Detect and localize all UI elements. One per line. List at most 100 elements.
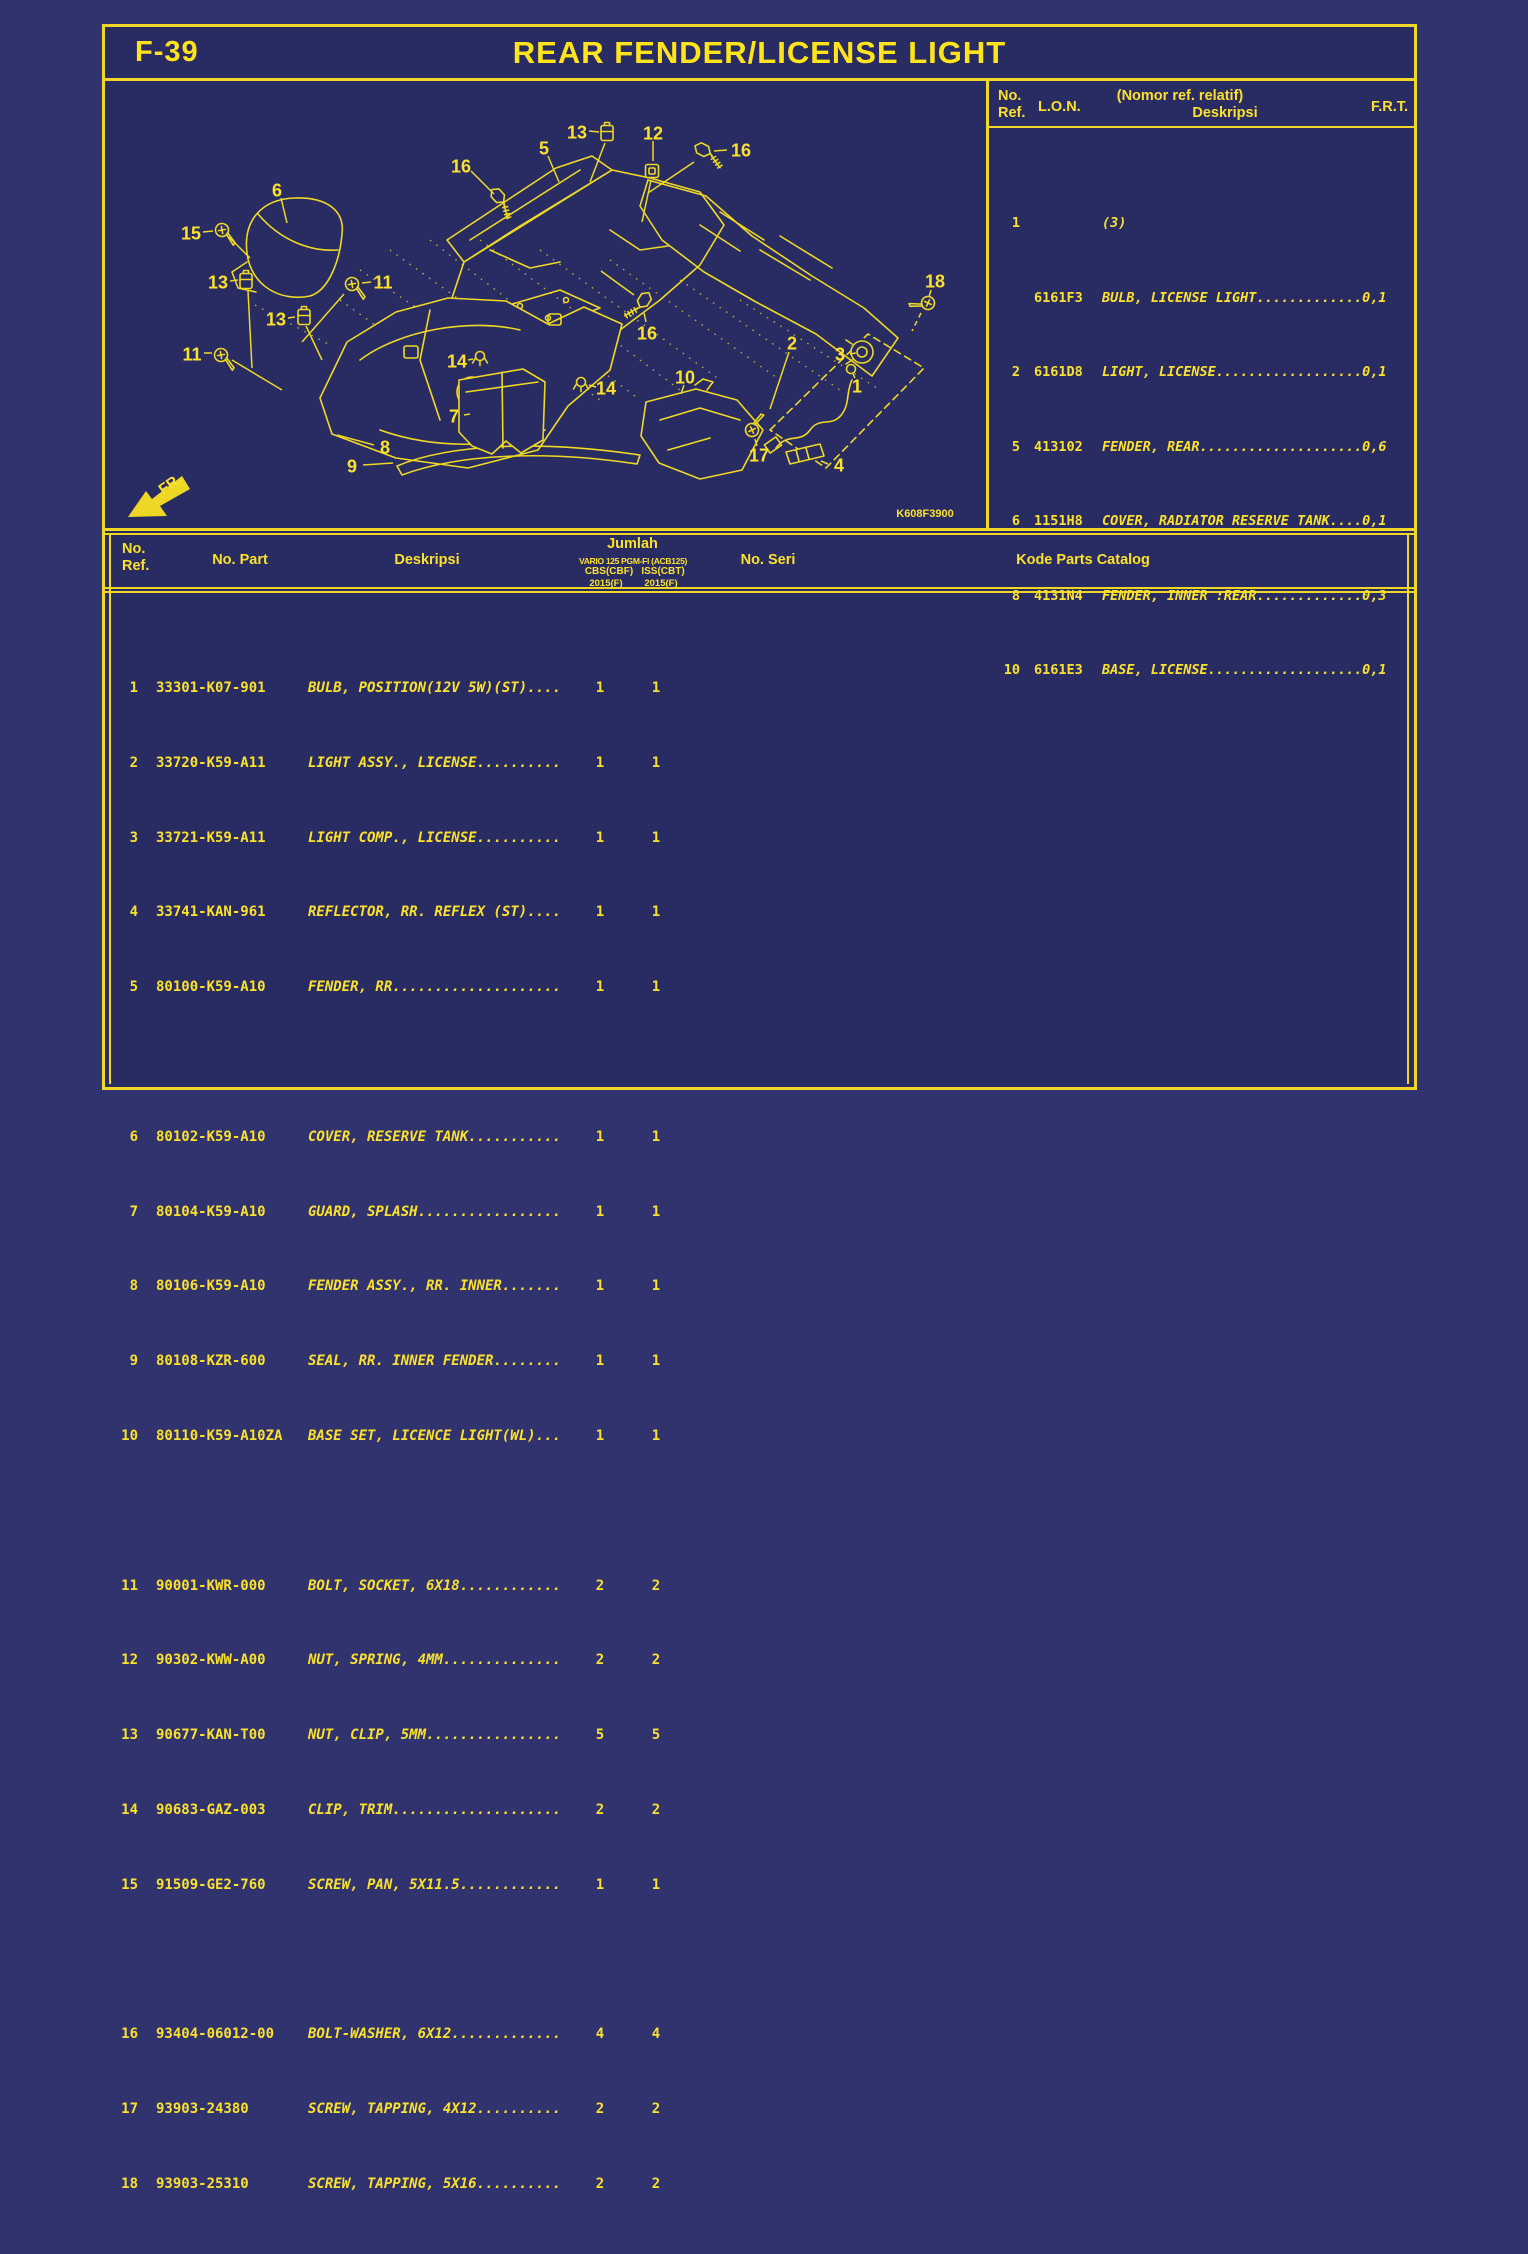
partstable-header-year-cbs: 2015(F) — [589, 578, 623, 589]
cell-qty-cbs: 2 — [595, 1801, 605, 1818]
callout-leader-line — [641, 179, 652, 223]
diagram-callout-15: 15 — [181, 223, 201, 243]
cell-part-number: 33301-K07-901 — [156, 680, 266, 696]
table-right-border — [1407, 535, 1409, 1084]
cell-qty-iss: 1 — [651, 1203, 661, 1220]
title-divider — [102, 78, 1417, 81]
partstable-header-ref: Ref. — [122, 558, 150, 574]
cell-frt-value: 0,1 — [1362, 662, 1387, 678]
diagram-callout-17: 17 — [749, 445, 769, 465]
cell-qty-iss: 2 — [651, 1801, 661, 1818]
reftable-header-ref: Ref. — [998, 105, 1026, 121]
cell-part-number: 33721-K59-A11 — [156, 829, 266, 846]
partstable-row: 4 33741-KAN-961 REFLECTOR, RR. REFLEX (S… — [102, 904, 1402, 922]
dot-leader: .................. — [1215, 364, 1363, 380]
cell-lon: 6161D8 — [1034, 364, 1083, 380]
dot-leader: .... — [527, 680, 561, 696]
cell-qty-iss: 1 — [651, 1278, 661, 1295]
partstable-row: 14 90683-GAZ-003 CLIP, TRIM.............… — [102, 1802, 1402, 1820]
cell-ref-no: 15 — [121, 1876, 138, 1893]
partstable-row: 6 80102-K59-A10 COVER, RESERVE TANK.....… — [102, 1129, 1402, 1147]
dot-leader: .......... — [476, 829, 561, 846]
partstable-header-part: No. Part — [212, 552, 268, 568]
cell-frt-value: 0,3 — [1362, 587, 1387, 604]
diagram-callout-16: 16 — [637, 323, 657, 343]
cell-qty-cbs: 1 — [595, 680, 605, 696]
reftable-row: 1 (3) — [990, 215, 1415, 233]
cell-qty-iss: 1 — [651, 904, 661, 921]
part-splash-guard — [458, 368, 546, 455]
description-text: (3) — [1102, 215, 1127, 231]
partstable-row — [102, 1503, 1402, 1521]
cell-qty-cbs: 5 — [595, 1727, 605, 1744]
partstable-row: 11 90001-KWR-000 BOLT, SOCKET, 6X18.....… — [102, 1578, 1402, 1596]
dot-leader: ............. — [451, 2026, 561, 2043]
partstable-row — [102, 1952, 1402, 1970]
cell-qty-cbs: 1 — [595, 1427, 605, 1444]
description-text: BULB, POSITION(12V 5W)(ST) — [308, 680, 528, 696]
cell-ref-no: 18 — [121, 2175, 138, 2192]
diagram-callout-14: 14 — [596, 378, 616, 398]
description-text: BULB, LICENSE LIGHT — [1102, 289, 1257, 306]
cell-description: LIGHT, LICENSE..................0,1 — [1102, 364, 1387, 380]
dot-leader: .................... — [392, 979, 561, 996]
cell-part-number: 90302-KWW-A00 — [156, 1652, 266, 1669]
diagram-callout-4: 4 — [834, 455, 844, 475]
cell-part-number: 80104-K59-A10 — [156, 1203, 266, 1220]
dot-leader: .... — [1329, 513, 1363, 529]
page-border — [102, 24, 1417, 1090]
cell-qty-cbs: 1 — [595, 1128, 605, 1145]
callout-leader-line — [589, 142, 606, 183]
partstable-header-cbs: CBS(CBF) — [584, 566, 634, 577]
partstable-row: 9 80108-KZR-600 SEAL, RR. INNER FENDER..… — [102, 1353, 1402, 1371]
callout-leader-line — [820, 460, 829, 465]
callout-leader-line — [928, 289, 932, 298]
cell-qty-cbs: 2 — [595, 2101, 605, 2118]
cell-description: FENDER, INNER :REAR.............0,3 — [1102, 588, 1387, 604]
reftable-header-frt: F.R.T. — [1370, 99, 1408, 115]
reftable-header-deskripsi: Deskripsi — [1192, 105, 1258, 121]
cell-part-number: 90677-KAN-T00 — [156, 1727, 266, 1744]
cell-description: NUT, SPRING, 4MM.............. — [308, 1652, 561, 1668]
cell-qty-cbs: 2 — [595, 2175, 605, 2192]
callout-leader-line — [643, 312, 647, 323]
reftable-header-no-ref: No. Ref. — [998, 88, 1025, 122]
cell-qty-cbs: 1 — [595, 904, 605, 921]
dot-leader: ........... — [468, 1128, 561, 1145]
cell-description: LIGHT ASSY., LICENSE.......... — [308, 755, 561, 771]
diagram-callout-5: 5 — [539, 138, 549, 158]
table-header-bottom-line2 — [102, 591, 1417, 593]
reftable-header-lon: L.O.N. — [1038, 99, 1081, 115]
callout-leader-line — [287, 316, 296, 319]
cell-ref-no: 5 — [1011, 438, 1020, 455]
cell-description: SCREW, PAN, 5X11.5............ — [308, 1877, 561, 1893]
catalog-page: { "window": { "code": "F-39", "title": "… — [102, 24, 1417, 2192]
callout-leader-line — [202, 230, 214, 233]
description-text: BOLT-WASHER, 6X12 — [308, 2026, 452, 2043]
dot-leader: .... — [527, 904, 561, 921]
partstable-row: 18 93903-25310 SCREW, TAPPING, 5X16.....… — [102, 2176, 1402, 2194]
partstable-row: 12 90302-KWW-A00 NUT, SPRING, 4MM.......… — [102, 1652, 1402, 1670]
cell-ref-no: 6 — [1011, 513, 1020, 529]
cell-description: REFLECTOR, RR. REFLEX (ST).... — [308, 904, 561, 920]
page-code: F-39 — [135, 36, 199, 68]
description-text: COVER, RESERVE TANK — [308, 1128, 469, 1145]
partstable-row: 17 93903-24380 SCREW, TAPPING, 4X12.....… — [102, 2101, 1402, 2119]
description-text: BASE, LICENSE — [1102, 662, 1208, 678]
cell-frt-value: 0,1 — [1362, 289, 1387, 306]
cell-ref-no: 6 — [129, 1128, 138, 1145]
callout-leader-line — [362, 462, 394, 466]
reftable-row: 6161F3 BULB, LICENSE LIGHT.............0… — [990, 290, 1415, 308]
cell-lon: 6161F3 — [1034, 289, 1083, 306]
cell-qty-cbs: 1 — [595, 829, 605, 846]
description-text: GUARD, SPLASH — [308, 1203, 418, 1220]
description-text: SCREW, PAN, 5X11.5 — [308, 1876, 460, 1893]
cell-ref-no: 7 — [129, 1203, 138, 1220]
cell-qty-iss: 2 — [651, 2175, 661, 2192]
callout-leader-line — [713, 149, 728, 152]
diagram-callout-2: 2 — [787, 333, 797, 353]
exploded-parts-diagram: FR. K608F3900 16513121661513111311161414… — [128, 121, 954, 520]
part-reserve-tank-cover — [231, 197, 343, 298]
cell-ref-no: 9 — [129, 1353, 138, 1370]
description-text: LIGHT ASSY., LICENSE — [308, 754, 477, 771]
